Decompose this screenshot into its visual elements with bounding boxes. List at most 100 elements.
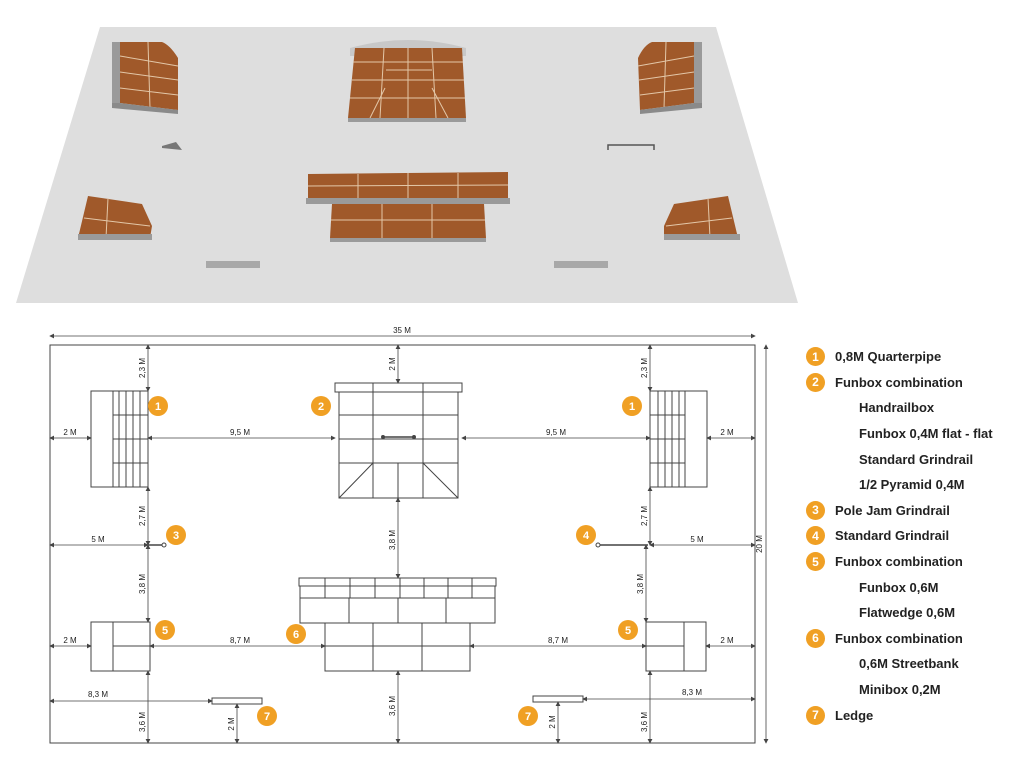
legend-label: Ledge [835, 707, 874, 723]
dim-top-right-label: 2,3 M [640, 358, 649, 378]
legend-badge: 5 [806, 552, 825, 572]
dim-rail-gap-right-label: 2,7 M [640, 506, 649, 526]
legend-item: 3 Pole Jam Grindrail [806, 498, 1021, 524]
dim-fb-left-label: 2 M [63, 636, 77, 645]
park-plan [49, 333, 769, 744]
legend-label: Funbox combination [835, 374, 963, 390]
grindrail-3d [607, 144, 655, 150]
svg-text:7: 7 [264, 711, 270, 723]
dim-gap-right-label: 9,5 M [546, 428, 566, 437]
svg-text:5: 5 [625, 625, 631, 637]
legend-label: 1/2 Pyramid 0,4M [859, 477, 965, 493]
dim-fb-gap-right-label: 8,7 M [548, 636, 568, 645]
ledge-3d-left [206, 261, 260, 268]
dim-height-label: 20 M [755, 535, 764, 553]
funbox-3d-left [78, 196, 152, 240]
legend-label: Pole Jam Grindrail [835, 502, 950, 518]
legend-item: Funbox 0,4M flat - flat [806, 421, 1021, 447]
svg-text:2: 2 [318, 401, 324, 413]
quarterpipe-plan-left [90, 390, 149, 488]
funbox-plan-left [90, 621, 151, 672]
legend-item: Funbox 0,6M [806, 574, 1021, 600]
dim-rail-gap-left-label: 2,7 M [138, 506, 147, 526]
legend-label: 0,8M Quarterpipe [835, 349, 942, 365]
funbox-3d-center [306, 172, 510, 242]
legend-item: Minibox 0,2M [806, 677, 1021, 703]
dim-bottom-left-label: 3,6 M [138, 712, 147, 732]
legend-item: 4 Standard Grindrail [806, 523, 1021, 549]
dim-rail-right-label: 5 M [690, 535, 704, 544]
quarterpipe-plan-right [649, 390, 708, 488]
dim-qp-right-label: 2 M [720, 428, 734, 437]
legend-label: Standard Grindrail [835, 528, 950, 544]
legend-label: Funbox 0,6M [859, 579, 939, 595]
dim-bottom-right-label: 3,6 M [640, 712, 649, 732]
legend-label: Minibox 0,2M [859, 682, 941, 698]
dim-ledge-left-label: 8,3 M [88, 690, 108, 699]
legend-item: 2 Funbox combination [806, 370, 1021, 396]
dim-ledge-right-label: 8,3 M [682, 688, 702, 697]
dim-lower-gap-left-label: 3,8 M [138, 574, 147, 594]
funbox-plan-top [334, 382, 463, 499]
legend-badge: 4 [806, 526, 825, 546]
dimension-labels: 35 M 20 M 2,3 M 2 M 2,3 M 2 M 9,5 M 9,5 … [63, 326, 764, 732]
dim-rail-left-label: 5 M [91, 535, 105, 544]
svg-text:1: 1 [629, 401, 635, 413]
funbox-3d-top [348, 40, 466, 122]
plan-markers: 1 2 1 3 4 5 6 5 7 7 [148, 396, 642, 726]
pole-jam-3d [162, 142, 182, 150]
legend-label: Funbox combination [835, 554, 963, 570]
dim-fb-right-label: 2 M [720, 636, 734, 645]
legend-badge: 1 [806, 347, 825, 367]
marker-7-left: 7 [257, 706, 277, 726]
legend-label: 0,6M Streetbank [859, 656, 959, 672]
dim-lower-gap-right-label: 3,8 M [636, 574, 645, 594]
legend-item: 5 Funbox combination [806, 549, 1021, 575]
dim-top-center-label: 2 M [388, 357, 397, 371]
dim-gap-left-label: 9,5 M [230, 428, 250, 437]
legend-badge: 2 [806, 372, 825, 392]
legend-badge: 7 [806, 705, 825, 725]
marker-5-right: 5 [618, 620, 638, 640]
svg-text:3: 3 [173, 530, 179, 542]
pole-jam-plan [148, 542, 167, 548]
funbox-plan-center [298, 577, 497, 672]
funbox-plan-right [645, 621, 707, 672]
marker-2: 2 [311, 396, 331, 416]
svg-text:5: 5 [162, 625, 168, 637]
legend-label: Funbox 0,4M flat - flat [859, 426, 993, 442]
svg-text:6: 6 [293, 629, 299, 641]
ledge-plan-left [211, 697, 263, 705]
legend-item: Flatwedge 0,6M [806, 600, 1021, 626]
dim-fb-gap-left-label: 8,7 M [230, 636, 250, 645]
concrete-slab [16, 27, 798, 303]
dim-center-v-label: 3,8 M [388, 530, 397, 550]
dim-qp-left-label: 2 M [63, 428, 77, 437]
marker-1-right: 1 [622, 396, 642, 416]
svg-text:7: 7 [525, 711, 531, 723]
marker-7-right: 7 [518, 706, 538, 726]
dim-width-label: 35 M [393, 326, 411, 335]
legend-item: Standard Grindrail [806, 446, 1021, 472]
quarterpipe-3d-left [112, 41, 179, 114]
marker-1-left: 1 [148, 396, 168, 416]
legend-label: Funbox combination [835, 630, 963, 646]
legend-badge: 3 [806, 500, 825, 520]
legend-item: 1/2 Pyramid 0,4M [806, 472, 1021, 498]
marker-6: 6 [286, 624, 306, 644]
grindrail-plan [595, 542, 648, 548]
dim-ledge-bottom-right-label: 2 M [548, 715, 557, 729]
svg-text:4: 4 [583, 530, 590, 542]
marker-4: 4 [576, 525, 596, 545]
ledge-plan-right [532, 695, 584, 703]
dim-bottom-center-label: 3,6 M [388, 696, 397, 716]
legend-label: Flatwedge 0,6M [859, 605, 956, 621]
quarterpipe-3d-right [637, 41, 702, 114]
marker-3: 3 [166, 525, 186, 545]
legend-item: 1 0,8M Quarterpipe [806, 344, 1021, 370]
dim-ledge-bottom-left-label: 2 M [227, 717, 236, 731]
ledge-3d-right [554, 261, 608, 268]
